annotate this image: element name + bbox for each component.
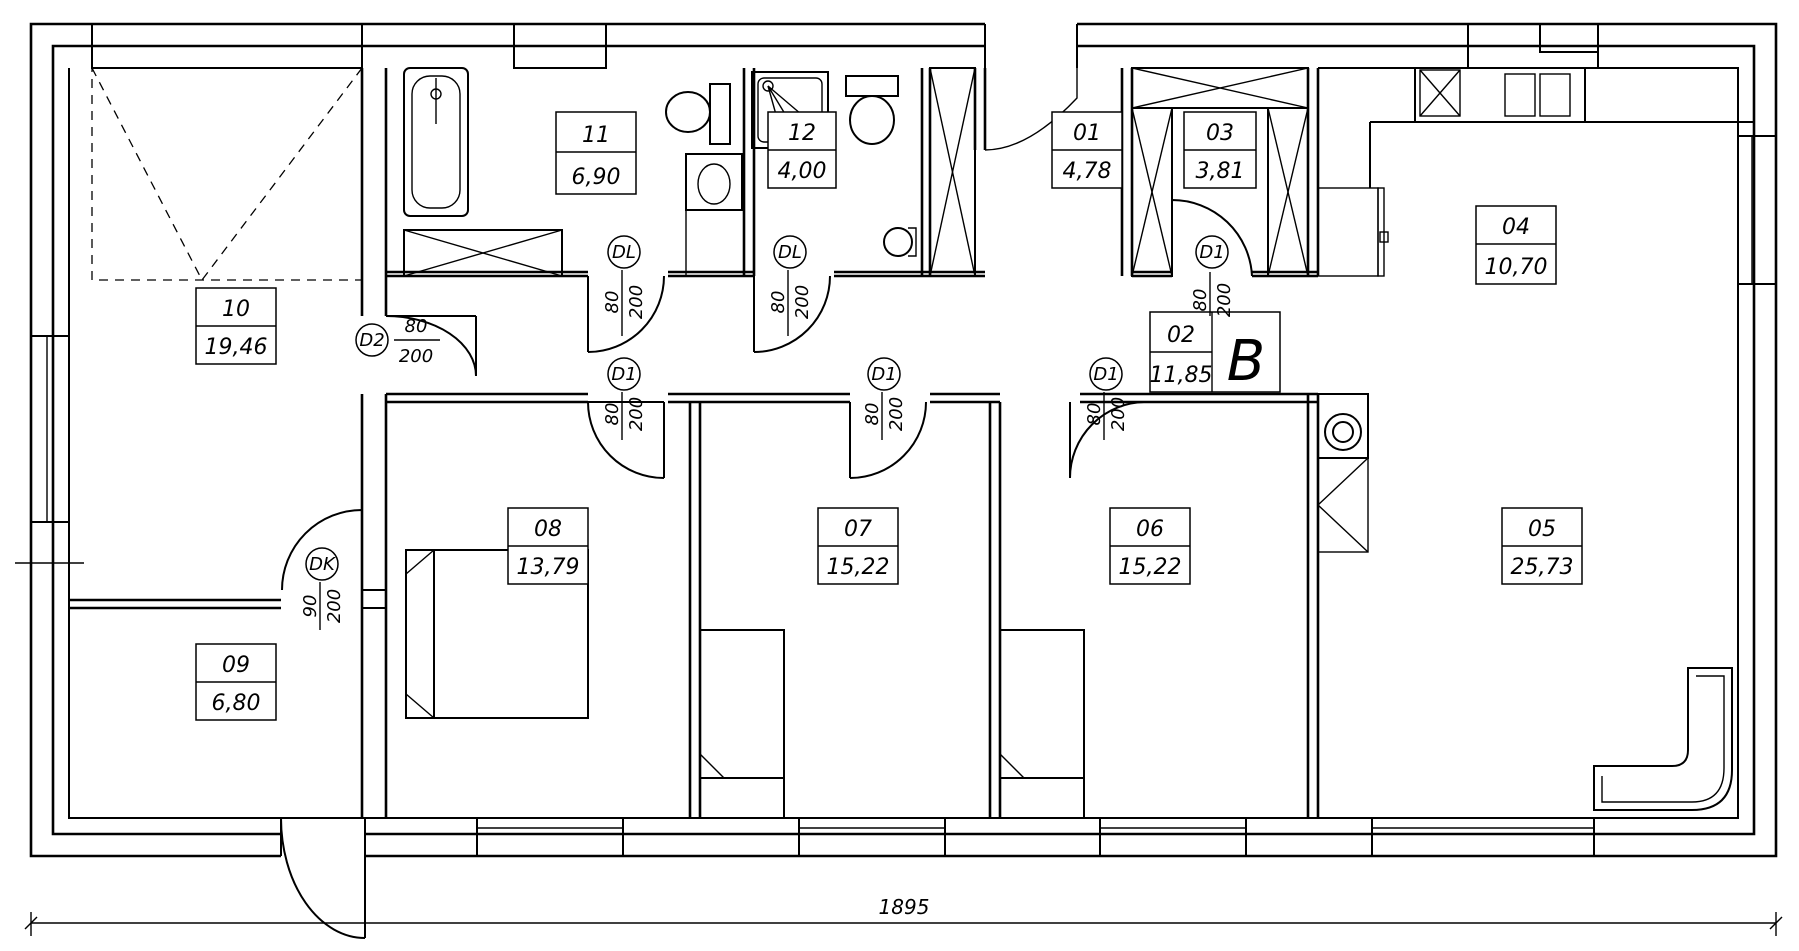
garage-car-outline (91, 67, 363, 281)
door-width: 80 (602, 291, 623, 314)
room-area: 6,80 (212, 691, 261, 716)
door-tags: DL 80 200 DL 80 200 D1 80 200 D2 80 200 (300, 235, 1235, 630)
room-label-05: 05 25,73 (1501, 507, 1583, 585)
room-number: 05 (1528, 517, 1556, 542)
door-swings (280, 68, 1253, 939)
door-tag-dk: DK 90 200 (300, 547, 345, 630)
room-number: 09 (222, 653, 250, 678)
corner-sofa (1593, 667, 1733, 811)
room-area: 6,90 (572, 165, 621, 190)
room-number: 06 (1136, 517, 1164, 542)
kitchen-counter (1317, 67, 1586, 277)
bed-room-08 (405, 549, 589, 719)
door-type: DL (612, 242, 636, 263)
door-width: 80 (768, 291, 789, 314)
room-label-10: 10 19,46 (195, 287, 277, 365)
room-labels: 10 19,46 09 6,80 11 6,90 12 4,00 01 4,78 (195, 111, 1583, 721)
bathtub (403, 67, 469, 217)
door-width: 80 (862, 403, 883, 426)
room-area: 3,81 (1196, 159, 1245, 184)
stove (1317, 393, 1369, 553)
room-label-06: 06 15,22 (1109, 507, 1191, 585)
room-area: 13,79 (517, 555, 580, 580)
room-area: 4,00 (778, 159, 827, 184)
wardrobe-hall (929, 67, 976, 277)
door-height: 200 (399, 346, 433, 367)
door-type: D1 (871, 364, 896, 385)
room-area: 10,70 (1485, 255, 1548, 280)
door-type: D1 (611, 364, 636, 385)
room-label-02: 02 11,85 B (1149, 311, 1281, 394)
door-width: 90 (300, 595, 321, 618)
room-label-09: 09 6,80 (195, 643, 277, 721)
room-area: 15,22 (827, 555, 890, 580)
storage-cabinet (403, 229, 563, 277)
interior-walls (69, 68, 1754, 818)
door-height: 200 (792, 285, 813, 319)
room-number: 07 (844, 517, 872, 542)
room-area: 11,85 (1150, 363, 1213, 388)
room-number: 10 (222, 297, 250, 322)
sink-11 (685, 153, 743, 276)
door-height: 200 (1214, 283, 1235, 317)
door-height: 200 (626, 397, 647, 431)
room-number: 12 (788, 121, 816, 146)
door-height: 200 (1108, 397, 1129, 431)
basin-12 (883, 227, 917, 257)
room-area: 19,46 (205, 335, 268, 360)
door-type: D2 (359, 330, 384, 351)
door-type: D1 (1199, 242, 1224, 263)
room-label-11: 11 6,90 (555, 111, 637, 195)
closet-03-shelves (1131, 67, 1309, 277)
toilet-12 (845, 75, 899, 145)
door-tag-d1-06: D1 80 200 (1084, 357, 1129, 440)
room-number: 08 (534, 517, 562, 542)
section-marker: B (1227, 329, 1265, 394)
door-type: D1 (1093, 364, 1118, 385)
room-number: 01 (1073, 121, 1101, 146)
door-width: 80 (1190, 289, 1211, 312)
room-label-04: 04 10,70 (1475, 205, 1557, 285)
door-tag-d1-07: D1 80 200 (862, 357, 907, 440)
room-area: 15,22 (1119, 555, 1182, 580)
room-number: 03 (1206, 121, 1234, 146)
dimension-label: 1895 (879, 895, 930, 919)
room-label-08: 08 13,79 (507, 507, 589, 585)
room-label-12: 12 4,00 (767, 111, 837, 189)
bed-room-07 (699, 629, 785, 819)
room-label-01: 01 4,78 (1051, 111, 1123, 189)
room-number: 11 (582, 123, 610, 148)
door-type: DK (309, 554, 336, 575)
room-area: 25,73 (1511, 555, 1574, 580)
door-tag-d2: D2 80 200 (355, 316, 440, 367)
door-tag-dl-12: DL 80 200 (768, 235, 813, 336)
room-number: 04 (1502, 215, 1530, 240)
door-height: 200 (886, 397, 907, 431)
door-tag-d1-08: D1 80 200 (602, 357, 647, 440)
room-number: 02 (1167, 323, 1195, 348)
toilet-11 (665, 83, 731, 145)
door-width: 80 (1084, 403, 1105, 426)
door-type: DL (778, 242, 802, 263)
bed-room-06 (999, 629, 1085, 819)
door-tag-dl-11: DL 80 200 (602, 235, 647, 336)
overall-dimension: 1895 (24, 895, 1783, 936)
room-label-03: 03 3,81 (1183, 111, 1257, 189)
room-area: 4,78 (1063, 159, 1112, 184)
exterior-walls (29, 22, 1778, 858)
door-width: 80 (405, 316, 428, 337)
door-height: 200 (324, 589, 345, 623)
door-width: 80 (602, 403, 623, 426)
windows (15, 23, 1777, 857)
door-height: 200 (626, 285, 647, 319)
door-tag-d1-03: D1 80 200 (1190, 235, 1235, 317)
room-label-07: 07 15,22 (817, 507, 899, 585)
